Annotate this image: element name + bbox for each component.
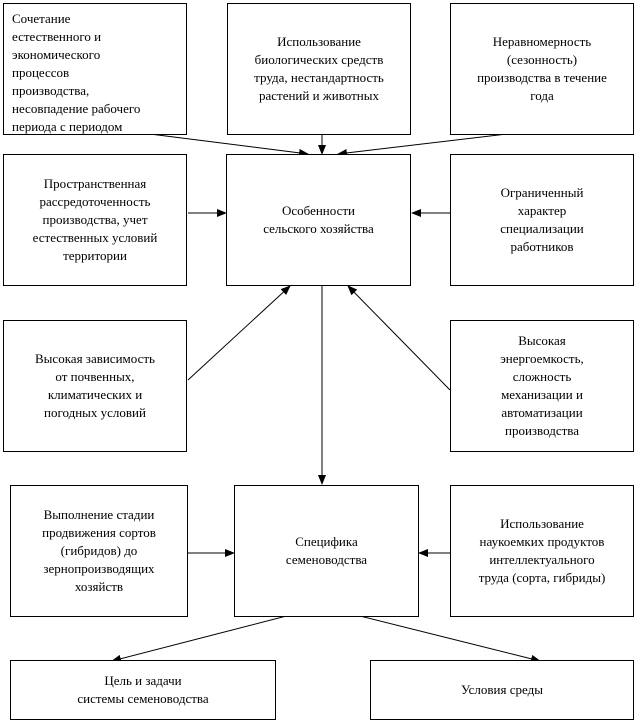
node-environment: Условия среды	[370, 660, 634, 720]
node-spatial: Пространственная рассредоточенность прои…	[3, 154, 187, 286]
node-seasonality-label: Неравномерность (сезонность) производств…	[477, 34, 607, 103]
node-goals-label: Цель и задачи системы семеноводства	[77, 673, 209, 706]
node-specialization-label: Ограниченный характер специализации рабо…	[500, 185, 584, 254]
node-combination-label: Сочетание естественного и экономического…	[12, 11, 141, 134]
node-energy: Высокая энергоемкость, сложность механиз…	[450, 320, 634, 452]
node-combination: Сочетание естественного и экономического…	[3, 3, 187, 135]
arrow-energy-to-features	[347, 285, 451, 391]
node-biological: Использование биологических средств труд…	[227, 3, 411, 135]
node-features-label: Особенности сельского хозяйства	[263, 203, 374, 236]
node-energy-label: Высокая энергоемкость, сложность механиз…	[500, 333, 584, 438]
node-science: Использование наукоемких продуктов интел…	[450, 485, 634, 617]
node-environment-label: Условия среды	[461, 682, 543, 697]
node-dependence-label: Высокая зависимость от почвенных, климат…	[35, 351, 155, 420]
arrow-seed-specifics-to-environment	[347, 612, 541, 663]
node-promotion: Выполнение стадии продвижения сортов (ги…	[10, 485, 188, 617]
arrow-dependence-to-features	[187, 285, 291, 381]
arrow-seasonality-to-features	[337, 131, 525, 157]
node-features: Особенности сельского хозяйства	[226, 154, 411, 286]
node-biological-label: Использование биологических средств труд…	[254, 34, 384, 103]
node-specialization: Ограниченный характер специализации рабо…	[450, 154, 634, 286]
node-seed-specifics-label: Специфика семеноводства	[285, 534, 368, 567]
node-seed-specifics: Специфика семеноводства	[234, 485, 419, 617]
node-goals: Цель и задачи системы семеноводства	[10, 660, 276, 720]
node-dependence: Высокая зависимость от почвенных, климат…	[3, 320, 187, 452]
node-seasonality: Неравномерность (сезонность) производств…	[450, 3, 634, 135]
arrow-seed-specifics-to-goals	[111, 612, 299, 663]
node-promotion-label: Выполнение стадии продвижения сортов (ги…	[42, 507, 156, 594]
node-science-label: Использование наукоемких продуктов интел…	[478, 516, 606, 585]
arrow-combination-to-features	[149, 133, 309, 157]
node-spatial-label: Пространственная рассредоточенность прои…	[32, 176, 158, 263]
